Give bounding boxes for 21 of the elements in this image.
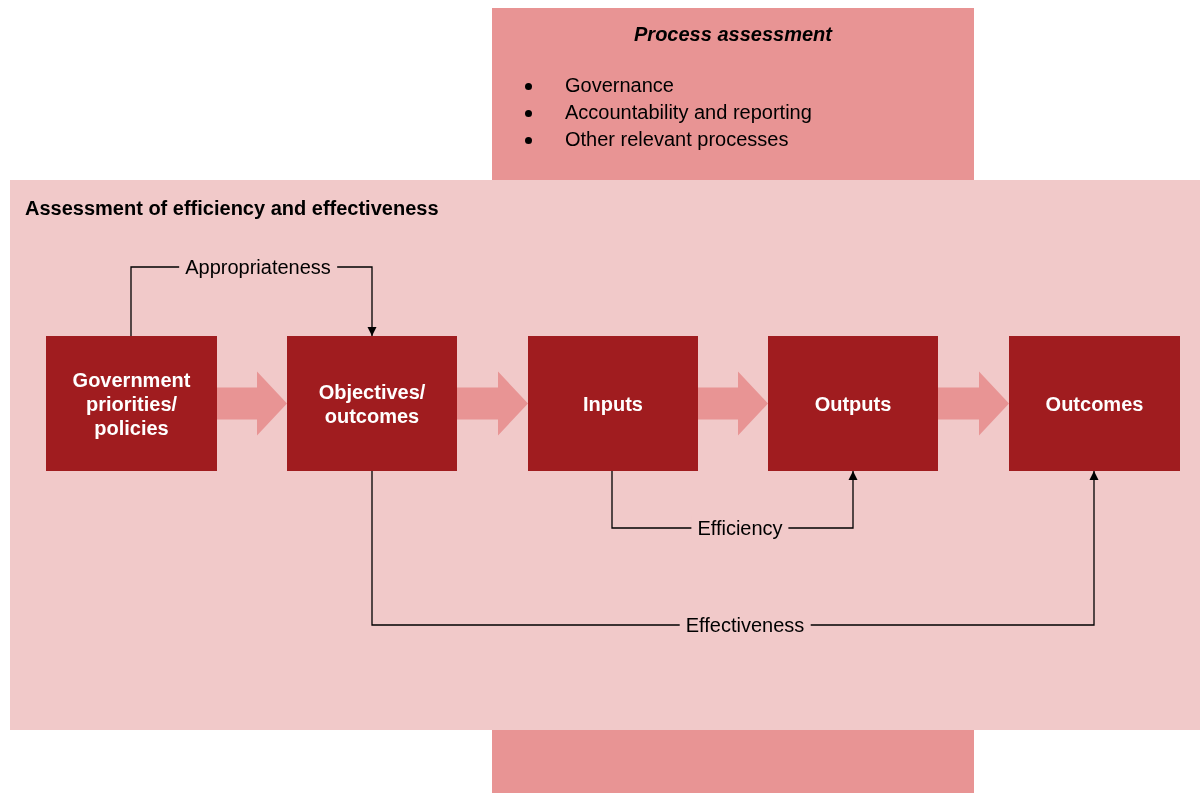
box-label: Outputs xyxy=(814,391,892,416)
process-box xyxy=(768,336,938,471)
block-arrow xyxy=(938,371,1009,436)
block-arrow xyxy=(457,371,528,436)
assessment-panel xyxy=(10,180,1200,730)
block-arrow xyxy=(698,371,768,436)
process-box xyxy=(1009,336,1180,471)
box-label: Inputs xyxy=(583,391,643,416)
process-box xyxy=(46,336,217,471)
process-band xyxy=(492,8,974,180)
bullet-item: Accountability and reporting xyxy=(565,101,812,124)
bullet-item: Governance xyxy=(565,74,674,97)
box-label: Government priorities/ policies xyxy=(71,367,192,440)
process-box xyxy=(287,336,457,471)
band-heading: Process assessment xyxy=(633,23,834,46)
panel-heading: Assessment of efficiency and effectiveness xyxy=(25,197,439,220)
box-label: Objectives/ outcomes xyxy=(317,379,427,428)
block-arrow xyxy=(217,371,287,436)
bullet-item: Other relevant processes xyxy=(565,128,789,151)
box-label: Outcomes xyxy=(1045,391,1144,416)
process-box xyxy=(528,336,698,471)
